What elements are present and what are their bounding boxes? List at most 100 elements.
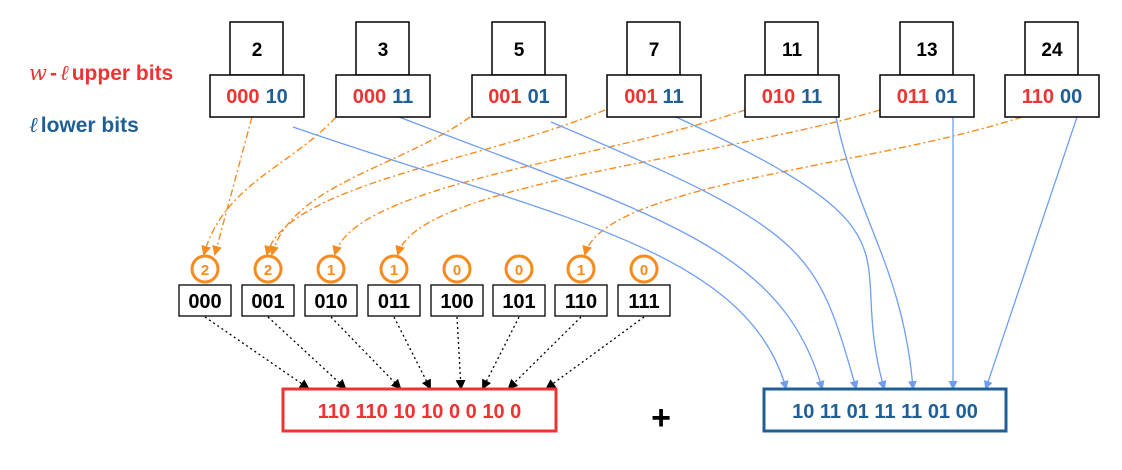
bucket-count: 0: [453, 262, 461, 279]
upper-bits: 011: [897, 86, 929, 108]
element-value: 13: [916, 40, 937, 61]
lower-bit-arrow: [550, 121, 859, 390]
lower-bit-arrow: [292, 126, 789, 390]
lower-bit-arrows: [292, 116, 1078, 390]
bucket-label-box: [178, 284, 232, 317]
lower-bits-encoding: 10 11 01 11 11 01 00: [762, 387, 1008, 433]
element-value: 2: [252, 40, 263, 61]
bucket-label: 101: [502, 291, 535, 313]
element-bits-box: [335, 74, 431, 118]
lower-bit-arrow: [983, 116, 1078, 390]
bucket-count-circle: [190, 254, 220, 284]
lower-bits: 11: [392, 86, 413, 108]
bucket-arrow: [330, 316, 402, 390]
legend-w-symbol: w: [29, 61, 47, 85]
element-value-box: [764, 21, 819, 76]
upper-bits: 001: [624, 86, 657, 108]
plus-sign: +: [651, 399, 671, 437]
bucket-count: 1: [327, 262, 335, 279]
bucket-count-circle: [566, 254, 596, 284]
bucket-count-circle: [379, 254, 409, 284]
element-value: 7: [649, 40, 660, 61]
bucket-label: 010: [314, 291, 347, 313]
lower-bits: 00: [1060, 86, 1082, 108]
element-value: 24: [1041, 40, 1063, 61]
upper-bit-arrow: [269, 116, 471, 256]
upper-bits: 000: [353, 86, 386, 108]
legend-upper-text: upper bits: [72, 62, 174, 85]
bucket-count-circle: [316, 254, 346, 284]
lower-bits: 11: [663, 86, 684, 108]
bucket-010: 1 010: [304, 254, 358, 317]
bucket-label-box: [241, 284, 295, 317]
bucket-arrow: [393, 316, 431, 390]
element-value-box: [229, 21, 284, 76]
bucket-label-box: [430, 284, 484, 317]
element-bits-box: [879, 74, 975, 118]
upper-bits: 001: [488, 86, 521, 108]
bucket-count-circle: [253, 254, 283, 284]
upper-encoding-text: 110 110 10 10 0 0 10 0: [318, 401, 522, 423]
upper-bits-encoding: 110 110 10 10 0 0 10 0: [281, 387, 558, 433]
element-bits-box: [1004, 74, 1100, 118]
bucket-label-box: [492, 284, 546, 317]
bucket-101: 0 101: [492, 254, 546, 317]
legend-l-symbol: ℓ: [29, 113, 38, 137]
bucket-count: 0: [515, 262, 523, 279]
lower-bit-arrow: [675, 116, 887, 390]
legend-l-symbol: ℓ: [60, 61, 69, 85]
upper-bit-arrows: [201, 109, 1023, 256]
upper-bits: 010: [762, 86, 795, 108]
legend-lower-text: lower bits: [41, 114, 139, 137]
lower-bit-arrow: [835, 116, 917, 390]
element-bits: 000 11: [353, 86, 414, 108]
bucket-count-circle: [442, 254, 472, 284]
element-bits: 010 11: [762, 86, 823, 108]
element-bits: 011 01: [897, 86, 958, 108]
bucket-arrow: [455, 316, 466, 390]
lower-bits: 11: [801, 86, 822, 108]
element-bits: 001 01: [488, 86, 550, 108]
bucket-arrow: [507, 316, 582, 390]
legend-dash: -: [50, 62, 57, 85]
element-13: 13 011 01: [879, 21, 975, 118]
bucket-label: 111: [628, 291, 659, 313]
element-value: 5: [514, 40, 525, 61]
lower-bits: 01: [528, 86, 550, 108]
lower-bits: 01: [935, 86, 957, 108]
upper-bit-arrow: [212, 116, 253, 256]
bucket-label: 011: [378, 291, 410, 313]
bucket-arrow: [482, 316, 520, 390]
bucket-111: 0 111: [617, 254, 671, 317]
bucket-count: 2: [264, 262, 272, 279]
bucket-to-upper-arrows: [204, 316, 645, 390]
bucket-count-circle: [629, 254, 659, 284]
element-value-box: [1024, 21, 1079, 76]
element-bits: 001 11: [624, 86, 683, 108]
bucket-count: 1: [390, 262, 398, 279]
element-value: 3: [378, 40, 389, 61]
bucket-count: 1: [577, 262, 585, 279]
bucket-arrow: [204, 316, 310, 390]
bucket-label-box: [367, 284, 421, 317]
bucket-count: 0: [640, 262, 648, 279]
bucket-count-circle: [504, 254, 534, 284]
lower-bits: 10: [266, 86, 288, 108]
lower-encoding-text: 10 11 01 11 11 01 00: [792, 401, 978, 423]
bucket-arrow: [267, 316, 347, 390]
element-value: 11: [782, 40, 803, 61]
element-bits-box: [471, 74, 567, 118]
element-5: 5 001 01: [471, 21, 567, 118]
